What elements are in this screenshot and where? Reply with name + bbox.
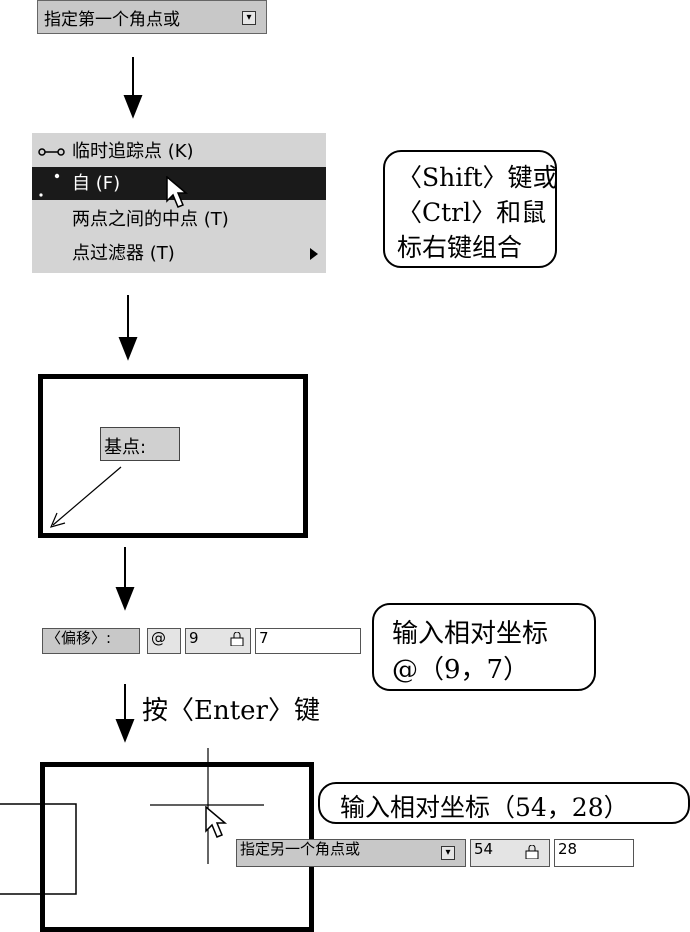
callout-line: @（9，7） <box>392 655 530 685</box>
callout-line: 输入相对坐标 <box>392 619 549 649</box>
relative-coordinate-callout-2: 输入相对坐标（54，28） <box>318 782 690 824</box>
lock-icon <box>230 632 244 646</box>
menu-item-midpoint-between-two-points[interactable]: 两点之间的中点 (T) <box>32 203 326 236</box>
base-point-label: 基点: <box>104 437 147 458</box>
menu-item-temporary-tracking-point[interactable]: 临时追踪点 (K) <box>32 135 326 168</box>
callout-line: 〈Shift〉键或 <box>397 163 558 192</box>
first-corner-prompt-label: 指定第一个角点或 <box>44 10 180 30</box>
offset-prompt-label: 〈偏移〉: <box>46 629 112 647</box>
callout-text: 输入相对坐标（54，28） <box>340 793 629 822</box>
y-offset-value: 7 <box>259 629 269 647</box>
x-offset-field[interactable]: 9 <box>185 628 251 654</box>
lock-icon <box>525 845 539 859</box>
offset-prompt: 〈偏移〉: <box>42 628 140 654</box>
from-point-icon <box>39 173 60 197</box>
callout-line: 标右键组合 <box>397 233 523 262</box>
flow-arrow-3-head <box>115 587 135 611</box>
rectangle-preview <box>0 748 264 895</box>
menu-item-point-filters[interactable]: 点过滤器 (T) <box>32 237 326 270</box>
drawing-area-base-point: 基点: <box>38 374 308 538</box>
prompt-dropdown-button[interactable]: ▾ <box>441 846 455 860</box>
callout-line: 〈Ctrl〉和鼠 <box>397 198 547 227</box>
y-coordinate-field[interactable]: 28 <box>554 839 634 867</box>
menu-item-from[interactable]: 自 (F) <box>32 167 326 200</box>
crosshair-cursor-icon <box>205 806 228 838</box>
menu-item-label: 两点之间的中点 (T) <box>72 209 229 230</box>
rubber-band-arrow <box>49 466 122 528</box>
x-coordinate-field[interactable]: 54 <box>470 839 550 867</box>
shortcut-keys-callout: 〈Shift〉键或 〈Ctrl〉和鼠 标右键组合 <box>383 150 558 268</box>
prompt-dropdown-button[interactable]: ▾ <box>242 11 256 25</box>
mouse-cursor-icon <box>166 176 189 208</box>
menu-item-label: 点过滤器 (T) <box>72 243 175 264</box>
other-corner-prompt: 指定另一个角点或 ▾ <box>236 839 466 867</box>
x-coordinate-value: 54 <box>474 840 494 858</box>
relative-coordinate-callout: 输入相对坐标 @（9，7） <box>372 603 596 691</box>
press-enter-label: 按〈Enter〉键 <box>142 696 320 726</box>
first-corner-prompt: 指定第一个角点或 ▾ <box>37 0 267 34</box>
menu-item-label: 自 (F) <box>72 173 121 194</box>
x-offset-value: 9 <box>189 629 199 647</box>
flow-arrow-1-head <box>123 95 143 119</box>
menu-item-label: 临时追踪点 (K) <box>72 141 194 162</box>
y-offset-field[interactable]: 7 <box>255 628 361 654</box>
at-symbol-value: @ <box>151 629 166 647</box>
flow-arrow-2-head <box>118 337 138 361</box>
y-coordinate-value: 28 <box>558 840 578 858</box>
tracking-point-icon <box>38 148 65 156</box>
base-point-tooltip: 基点: <box>100 427 180 461</box>
at-symbol-field[interactable]: @ <box>147 628 181 654</box>
submenu-arrow-icon <box>310 248 318 260</box>
flow-arrow-4-head <box>115 719 135 743</box>
other-corner-prompt-label: 指定另一个角点或 <box>240 840 361 858</box>
